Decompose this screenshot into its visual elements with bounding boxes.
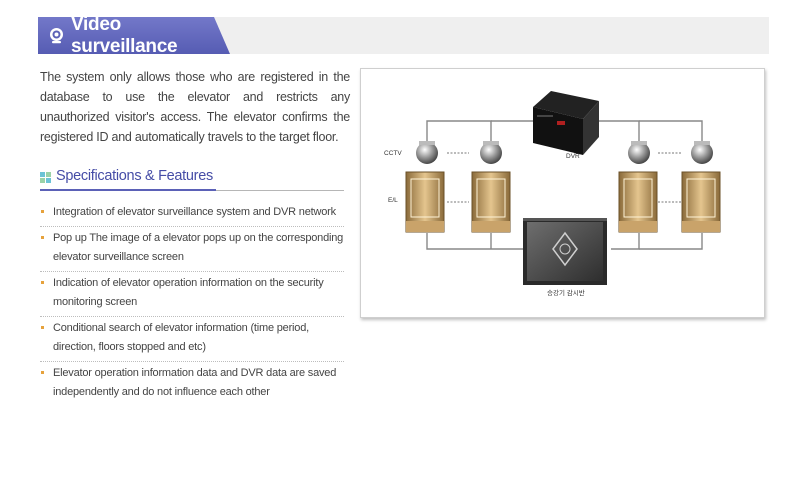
specs-heading: Specifications & Features [40, 167, 344, 191]
bullet-icon [41, 281, 44, 284]
elevator-cabin-icon [471, 171, 511, 233]
webcam-icon [48, 27, 65, 44]
monitor-screen-icon [523, 218, 607, 285]
bullet-icon [41, 210, 44, 213]
feature-list: Integration of elevator surveillance sys… [40, 201, 344, 406]
bullet-icon [41, 371, 44, 374]
diagram-svg: DVR CCTV E/L [384, 91, 721, 297]
system-diagram: DVR CCTV E/L [360, 68, 765, 318]
cctv-camera-icon [691, 141, 713, 164]
connection-lines [426, 120, 703, 250]
elevator-cabin-icon [618, 171, 658, 233]
section-header: Video surveillance [38, 17, 769, 54]
feature-text: Conditional search of elevator informati… [53, 322, 309, 353]
grid-icon [40, 172, 51, 183]
specs-title: Specifications & Features [56, 168, 213, 184]
cctv-camera-icon [480, 141, 502, 164]
bullet-icon [41, 326, 44, 329]
page-title: Video surveillance [71, 13, 178, 57]
list-item: Elevator operation information data and … [40, 362, 344, 406]
list-item: Conditional search of elevator informati… [40, 317, 344, 362]
dvr-label: DVR [566, 153, 580, 160]
el-label: E/L [388, 197, 398, 204]
section-title-tab: Video surveillance [38, 17, 230, 54]
feature-text: Integration of elevator surveillance sys… [53, 206, 336, 218]
elevator-cabin-icon [681, 171, 721, 233]
list-item: Pop up The image of a elevator pops up o… [40, 227, 344, 272]
intro-paragraph: The system only allows those who are reg… [40, 70, 350, 144]
feature-text: Elevator operation information data and … [53, 367, 337, 398]
dvr-device-icon [533, 91, 599, 155]
list-item: Integration of elevator surveillance sys… [40, 201, 344, 227]
dashed-links [447, 152, 681, 203]
specs-underline [40, 189, 216, 191]
monitor-label: 승강기 감시반 [547, 288, 585, 297]
feature-text: Pop up The image of a elevator pops up o… [53, 232, 344, 263]
elevator-cabin-icon [405, 171, 445, 233]
feature-text: Indication of elevator operation informa… [53, 277, 324, 308]
bullet-icon [41, 236, 44, 239]
cctv-camera-icon [628, 141, 650, 164]
cctv-label: CCTV [384, 150, 402, 157]
cctv-camera-icon [416, 141, 438, 164]
list-item: Indication of elevator operation informa… [40, 272, 344, 317]
